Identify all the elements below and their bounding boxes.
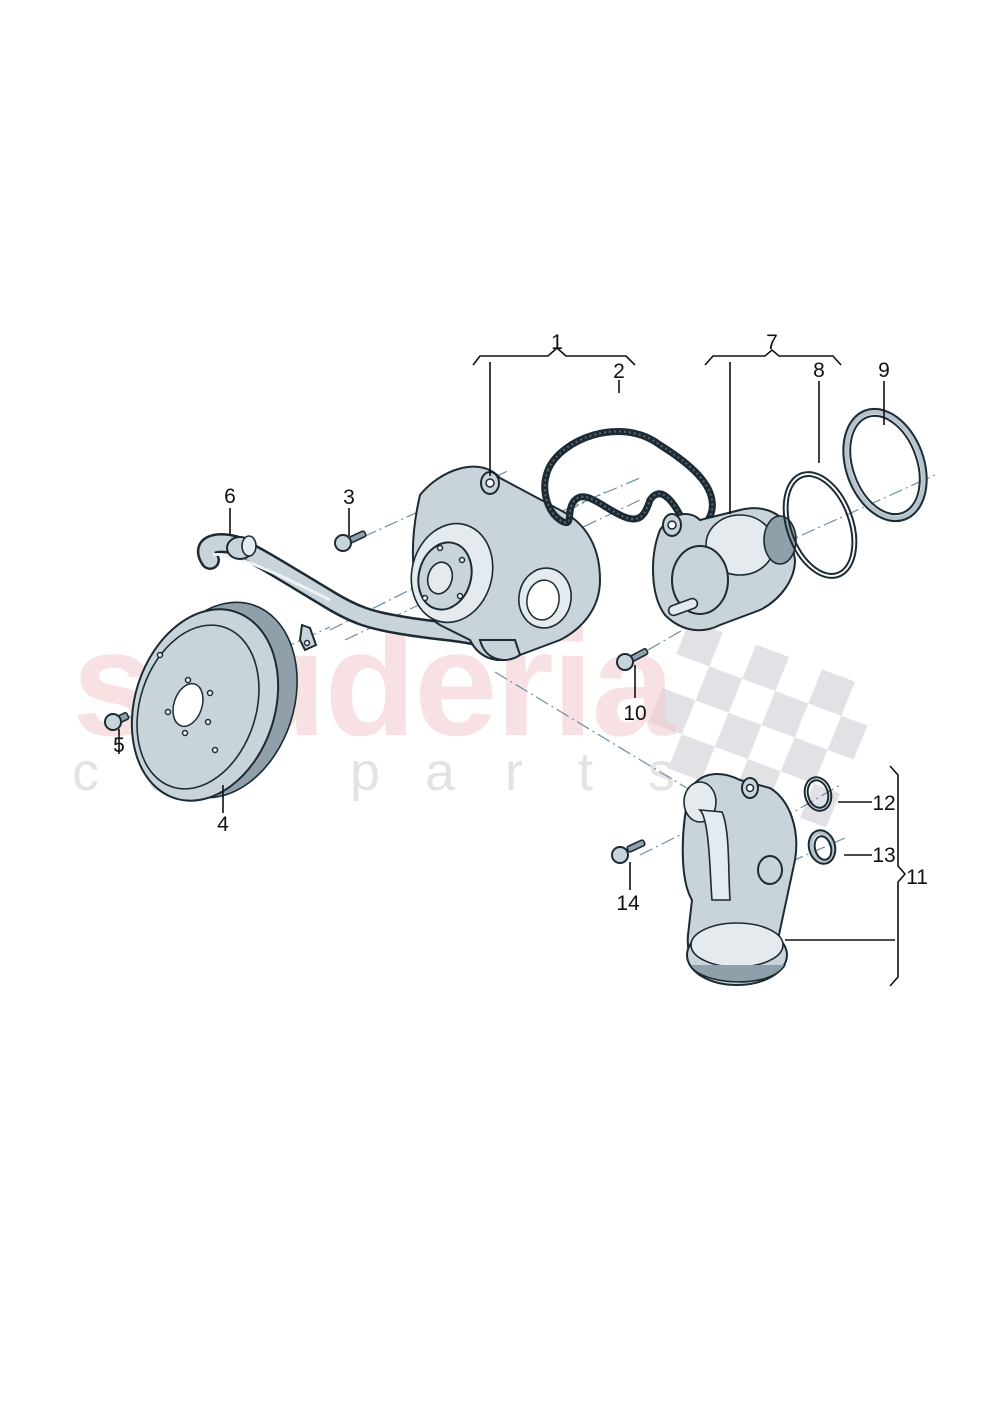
thermostat-bolt-part[interactable] [616, 648, 649, 671]
svg-text:p: p [350, 742, 380, 802]
coolant-pipe-part[interactable] [196, 533, 504, 659]
seal-ring-9-part[interactable] [829, 397, 942, 533]
callout-9[interactable]: 9 [878, 359, 890, 382]
pulley-bolt-part[interactable] [104, 712, 130, 731]
callout-labels: 1 2 3 4 5 6 7 8 9 10 11 12 13 14 [113, 331, 928, 915]
callout-13[interactable]: 13 [872, 844, 895, 867]
checkered-flag-watermark [648, 620, 868, 828]
gasket-part[interactable] [541, 427, 716, 529]
svg-text:r: r [505, 742, 523, 802]
callout-11[interactable]: 11 [906, 866, 928, 889]
callout-5[interactable]: 5 [113, 734, 125, 757]
pulley-part[interactable] [108, 583, 321, 820]
callout-12[interactable]: 12 [872, 792, 895, 815]
svg-text:t: t [578, 742, 593, 802]
callout-3[interactable]: 3 [343, 486, 355, 509]
callout-8[interactable]: 8 [813, 359, 825, 382]
callout-14[interactable]: 14 [616, 892, 640, 915]
coolant-connection-housing-part[interactable] [681, 773, 798, 986]
o-ring-12-part[interactable] [801, 774, 835, 814]
o-ring-13-part[interactable] [805, 827, 839, 867]
callout-4[interactable]: 4 [217, 813, 229, 836]
svg-text:c: c [72, 742, 99, 802]
housing-bolt-part[interactable] [611, 839, 646, 864]
callout-10[interactable]: 10 [623, 702, 646, 725]
pump-bolt-part[interactable] [334, 530, 367, 552]
callout-2[interactable]: 2 [613, 360, 625, 383]
callout-7[interactable]: 7 [766, 331, 778, 354]
callout-1[interactable]: 1 [551, 331, 563, 354]
water-pump-part[interactable] [400, 465, 602, 661]
o-ring-8-part[interactable] [770, 462, 870, 588]
leader-lines [118, 346, 907, 987]
thermostat-housing-part[interactable] [652, 507, 797, 632]
callout-6[interactable]: 6 [224, 485, 236, 508]
svg-text:s: s [648, 742, 675, 802]
svg-text:a: a [425, 742, 456, 802]
